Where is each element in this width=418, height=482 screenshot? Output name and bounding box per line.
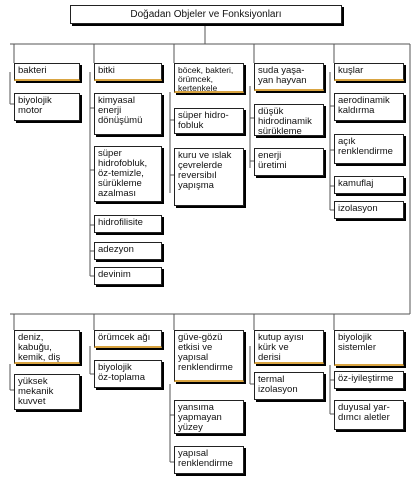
- item-termal-izolasyon: termal izolasyon: [254, 372, 324, 400]
- header-bakteri: bakteri: [14, 63, 80, 81]
- item-kamuflaj: kamuflaj: [334, 176, 404, 194]
- item-biyolojik-oz-toplama: biyolojik öz-toplama: [94, 360, 162, 388]
- item-biyolojik-motor: biyolojik motor: [14, 93, 80, 121]
- item-super-hidrofobluk-2: süper hidro- fobluk: [174, 108, 244, 134]
- item-enerji-uretimi: enerji üretimi: [254, 148, 324, 176]
- header-suda-yasayan: suda yaşa- yan hayvan: [254, 63, 324, 91]
- item-devinim: devinim: [94, 267, 162, 285]
- header-guve-gozu: güve-gözü etkisi ve yapısal renklendirme: [174, 330, 244, 382]
- item-acik-renklendirme: açık renklendirme: [334, 134, 404, 164]
- item-aerodinamik-kaldirma: aerodinamik kaldırma: [334, 93, 404, 121]
- header-kutup-ayisi: kutup ayısı kürk ve derisi: [254, 330, 324, 364]
- item-yansima-yapmayan-yuzey: yansıma yapmayan yüzey: [174, 400, 244, 434]
- header-deniz-kabugu: deniz, kabuğu, kemik, diş: [14, 330, 80, 364]
- item-reversibl-yapisma: kuru ve ıslak çevrelerde reversibıl yapı…: [174, 148, 244, 206]
- header-biyolojik-sistemler: biyolojik sistemler: [334, 330, 404, 366]
- item-dusuk-surukleme: düşük hidrodinamik sürükleme: [254, 104, 324, 137]
- item-kimyasal-enerji: kimyasal enerji dönüşümü: [94, 93, 162, 135]
- item-izolasyon: izolasyon: [334, 201, 404, 219]
- diagram-title: Doğadan Objeler ve Fonksiyonları: [70, 5, 342, 24]
- item-adezyon: adezyon: [94, 242, 162, 260]
- item-yapisal-renklendirme: yapısal renklendirme: [174, 446, 244, 474]
- header-bitki: bitki: [94, 63, 162, 81]
- item-yuksek-mekanik-kuvvet: yüksek mekanik kuvvet: [14, 374, 80, 410]
- item-super-hidrofobluk: süper hidrofobluk, öz-temizle, sürükleme…: [94, 146, 162, 202]
- header-orumcek-agi: örümcek ağı: [94, 330, 162, 348]
- item-duyusal-yardimci-aletler: duyusal yar- dımcı aletler: [334, 400, 404, 430]
- item-hidrofilisite: hidrofilisite: [94, 215, 162, 233]
- header-kuslar: kuşlar: [334, 63, 404, 81]
- item-oz-iyilestirme: öz-iyileştirme: [334, 371, 404, 389]
- header-bocek: böcek, bakteri, örümcek, kertenkele: [174, 63, 244, 93]
